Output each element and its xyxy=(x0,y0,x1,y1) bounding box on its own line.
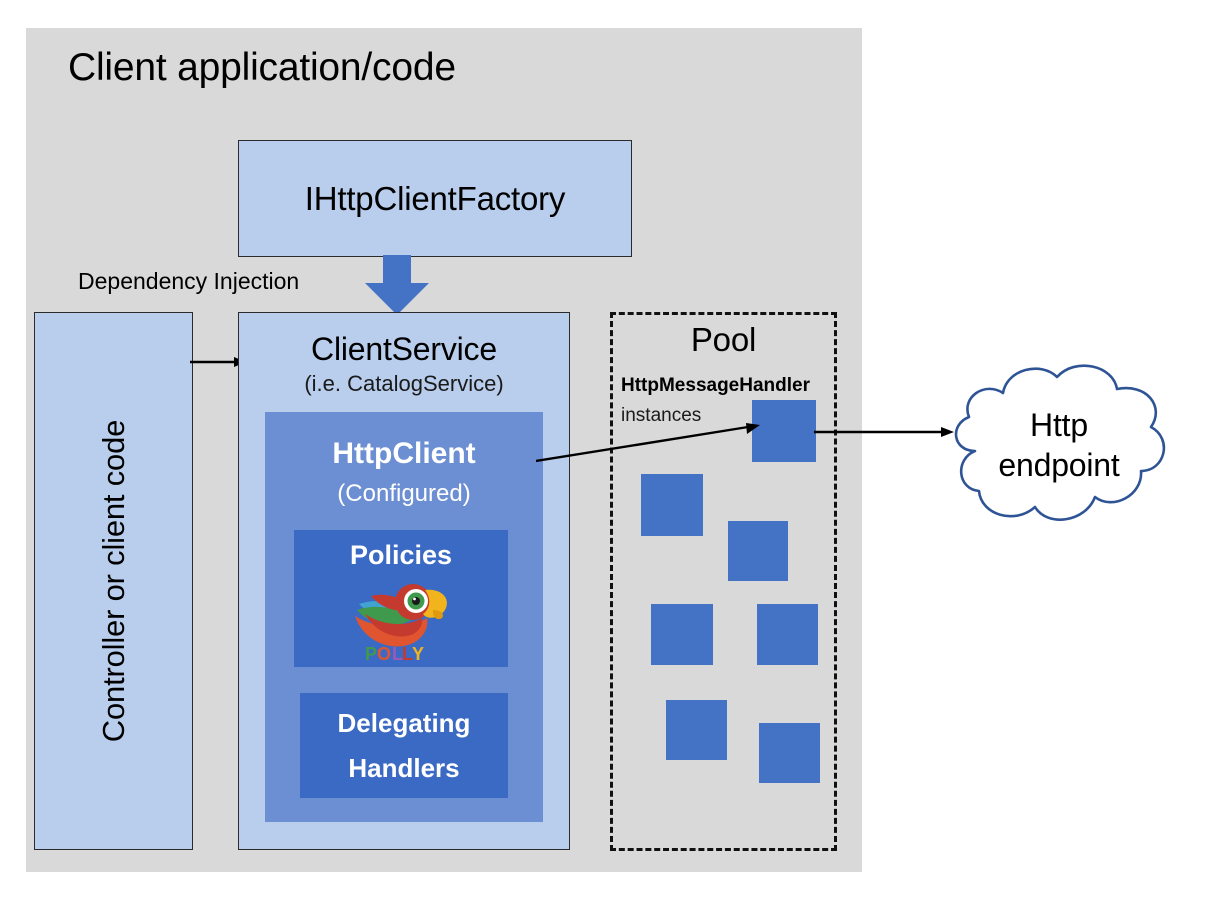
httpmessagehandler-instance xyxy=(666,700,727,760)
pool-subtitle-strong: HttpMessageHandler xyxy=(621,375,810,396)
delegating-handlers-line-2: Handlers xyxy=(348,752,460,783)
policies-title: Policies xyxy=(349,540,453,570)
controller-or-client-code-label: Controller or client code xyxy=(95,419,131,743)
http-endpoint-cloud[interactable] xyxy=(935,355,1183,535)
polly-parrot-logo-icon: P O L L Y xyxy=(355,584,447,664)
pool-subtitle-light: instances xyxy=(621,405,702,426)
svg-text:P: P xyxy=(365,644,377,664)
httpclient-subtitle: (Configured) xyxy=(337,480,471,507)
pool-box[interactable]: Pool HttpMessageHandler instances xyxy=(610,312,837,851)
svg-text:L: L xyxy=(402,644,413,664)
dependency-injection-label: Dependency Injection xyxy=(78,268,300,294)
httpclient-title: HttpClient xyxy=(332,437,476,470)
page-title: Client application/code xyxy=(68,46,456,89)
httpclient-to-pool-arrow-icon xyxy=(536,423,760,463)
httpmessagehandler-instance xyxy=(641,474,703,536)
svg-text:O: O xyxy=(377,644,391,664)
clientservice-subtitle: (i.e. CatalogService) xyxy=(304,371,504,396)
ihttpclientfactory-box[interactable]: IHttpClientFactory xyxy=(238,140,632,257)
ihttpclientfactory-label: IHttpClientFactory xyxy=(304,179,566,217)
httpmessagehandler-instance xyxy=(728,521,788,581)
httpmessagehandler-instance xyxy=(651,604,713,665)
clientservice-title: ClientService xyxy=(311,331,497,367)
svg-text:Y: Y xyxy=(412,644,424,664)
pool-to-endpoint-arrow-icon xyxy=(814,427,954,437)
controller-or-client-code-box[interactable]: Controller or client code xyxy=(34,312,193,850)
httpmessagehandler-instance xyxy=(757,604,818,665)
delegating-handlers-line-1: Delegating xyxy=(337,708,471,739)
dependency-injection-arrow-icon xyxy=(365,255,429,315)
svg-text:L: L xyxy=(392,644,403,664)
pool-title: Pool xyxy=(690,321,757,358)
httpmessagehandler-instance xyxy=(759,723,820,783)
delegating-handlers-box[interactable]: Delegating Handlers xyxy=(300,693,508,798)
policies-box[interactable]: Policies P O L L Y xyxy=(294,530,508,667)
httpmessagehandler-instance xyxy=(752,400,816,462)
